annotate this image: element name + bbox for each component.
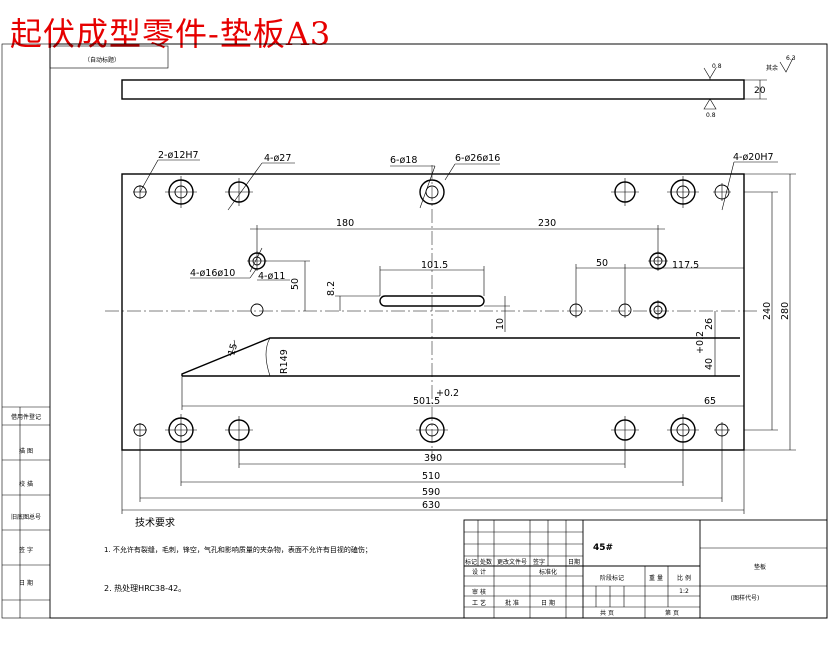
dim-thickness: 20 [754, 86, 766, 96]
side-strip-cell-3: 校 描 [19, 480, 33, 488]
dim-390: 390 [424, 453, 442, 464]
tb-header-date: 日期 [568, 558, 580, 566]
side-strip-cell-2: 描 图 [19, 447, 33, 455]
callout-h11: 4-ø11 [258, 271, 285, 282]
tb-part-name: 垫板 [754, 563, 766, 571]
tb-row-approve: 批 准 [505, 599, 519, 607]
tb-header-count: 处数 [480, 558, 492, 566]
tb-drawing-no: (图样代号) [731, 594, 760, 602]
tb-row-review: 审 核 [472, 588, 486, 596]
roughness-bottom: 0.8 [706, 112, 716, 119]
tb-material: 45# [593, 543, 613, 553]
notes-line-2: 2. 热处理HRC38-42。 [104, 583, 186, 593]
side-strip-cell-1: 借用件登记 [11, 413, 41, 421]
dim-10: 10 [495, 318, 506, 330]
notes-line-1: 1. 不允许有裂缝，毛刺，锋空，气孔和影响质量的夹杂物，表面不允许有目视的磕伤； [104, 545, 372, 554]
side-view-plate [121, 79, 745, 100]
dim-590: 590 [422, 487, 440, 498]
side-view: 20 0.8 0.8 其余 6.3 [121, 55, 796, 119]
tb-sheet-label: 共 页 [600, 609, 614, 617]
tb-weight-label: 重 量 [649, 574, 663, 582]
roughness-rest-value: 6.3 [786, 55, 796, 62]
callout-h26: 6-ø26ø16 [455, 153, 500, 164]
tb-page-label: 第 页 [665, 609, 679, 617]
hole-group-top-row [133, 179, 730, 205]
tb-row-standard: 标准化 [539, 568, 557, 576]
callout-h20-pins: 4-ø20H7 [733, 152, 774, 163]
dim-r149: R149 [279, 349, 290, 374]
slot [379, 295, 485, 307]
tb-row-design: 设 计 [472, 568, 486, 576]
tb-stage-label: 阶段标记 [600, 574, 624, 582]
tb-header-mark: 标记 [465, 558, 477, 566]
technical-notes: 技术要求 1. 不允许有裂缝，毛刺，锋空，气孔和影响质量的夹杂物，表面不允许有目… [104, 516, 372, 593]
roughness-top: 0.8 [712, 63, 722, 70]
dim-101-5: 101.5 [421, 260, 448, 271]
page-title: 起伏成型零件-垫板A3 [10, 15, 332, 53]
top-view [105, 165, 760, 460]
top-label-box [49, 45, 169, 69]
cavity-upper-edge [181, 337, 740, 376]
dim-180: 180 [336, 218, 354, 229]
dimensions: 2-ø12H7 4-ø27 6-ø18 6-ø26ø16 4-ø20H7 4-ø… [121, 150, 796, 514]
dim-40: 40 [704, 358, 715, 370]
side-strip-cell-5: 签 字 [19, 546, 33, 554]
dim-280: 280 [780, 302, 791, 320]
tb-header-change: 更改文件号 [497, 558, 527, 566]
inner-frame [49, 43, 828, 619]
dim-240: 240 [762, 302, 773, 320]
dim-510: 510 [422, 471, 440, 482]
roughness-rest-label: 其余 [766, 64, 778, 72]
dim-50-horizontal: 50 [596, 258, 608, 269]
plate-outline [121, 173, 745, 451]
top-label-text: （自动标题） [84, 56, 120, 64]
dim-40-tolerance: +0.2 [695, 331, 706, 354]
notes-heading: 技术要求 [135, 516, 175, 529]
side-strip: 借用件登记 描 图 校 描 旧底图总号 签 字 日 期 [2, 406, 50, 618]
title-block: 标记 处数 更改文件号 签字 日期 设 计 标准化 审 核 工 艺 批 准 日 … [463, 519, 828, 619]
dim-26: 26 [704, 318, 715, 330]
dim-230: 230 [538, 218, 556, 229]
dim-65: 65 [704, 396, 716, 407]
tb-scale-label: 比 例 [677, 574, 691, 582]
dim-501-5: 501.5 [413, 396, 440, 407]
tb-header-sign: 签字 [533, 558, 545, 566]
dim-501-5-tolerance: +0.2 [436, 388, 459, 399]
side-strip-cell-4: 旧底图总号 [11, 513, 41, 521]
hole-crosshairs [133, 176, 731, 446]
tb-scale: 1:2 [679, 588, 689, 595]
callout-h18: 6-ø18 [390, 155, 417, 166]
callout-h12-pins: 2-ø12H7 [158, 150, 199, 161]
side-strip-cell-6: 日 期 [19, 579, 33, 587]
dim-8-2: 8.2 [326, 281, 337, 296]
dim-117-5: 117.5 [672, 260, 699, 271]
tb-row-date: 日 期 [541, 599, 555, 607]
tb-row-process: 工 艺 [472, 599, 486, 607]
dim-15-angle: 15 [226, 342, 240, 357]
dim-630: 630 [422, 500, 440, 511]
dim-50-vertical: 50 [290, 278, 301, 290]
callout-h27: 4-ø27 [264, 153, 291, 164]
callout-h16: 4-ø16ø10 [190, 268, 235, 279]
